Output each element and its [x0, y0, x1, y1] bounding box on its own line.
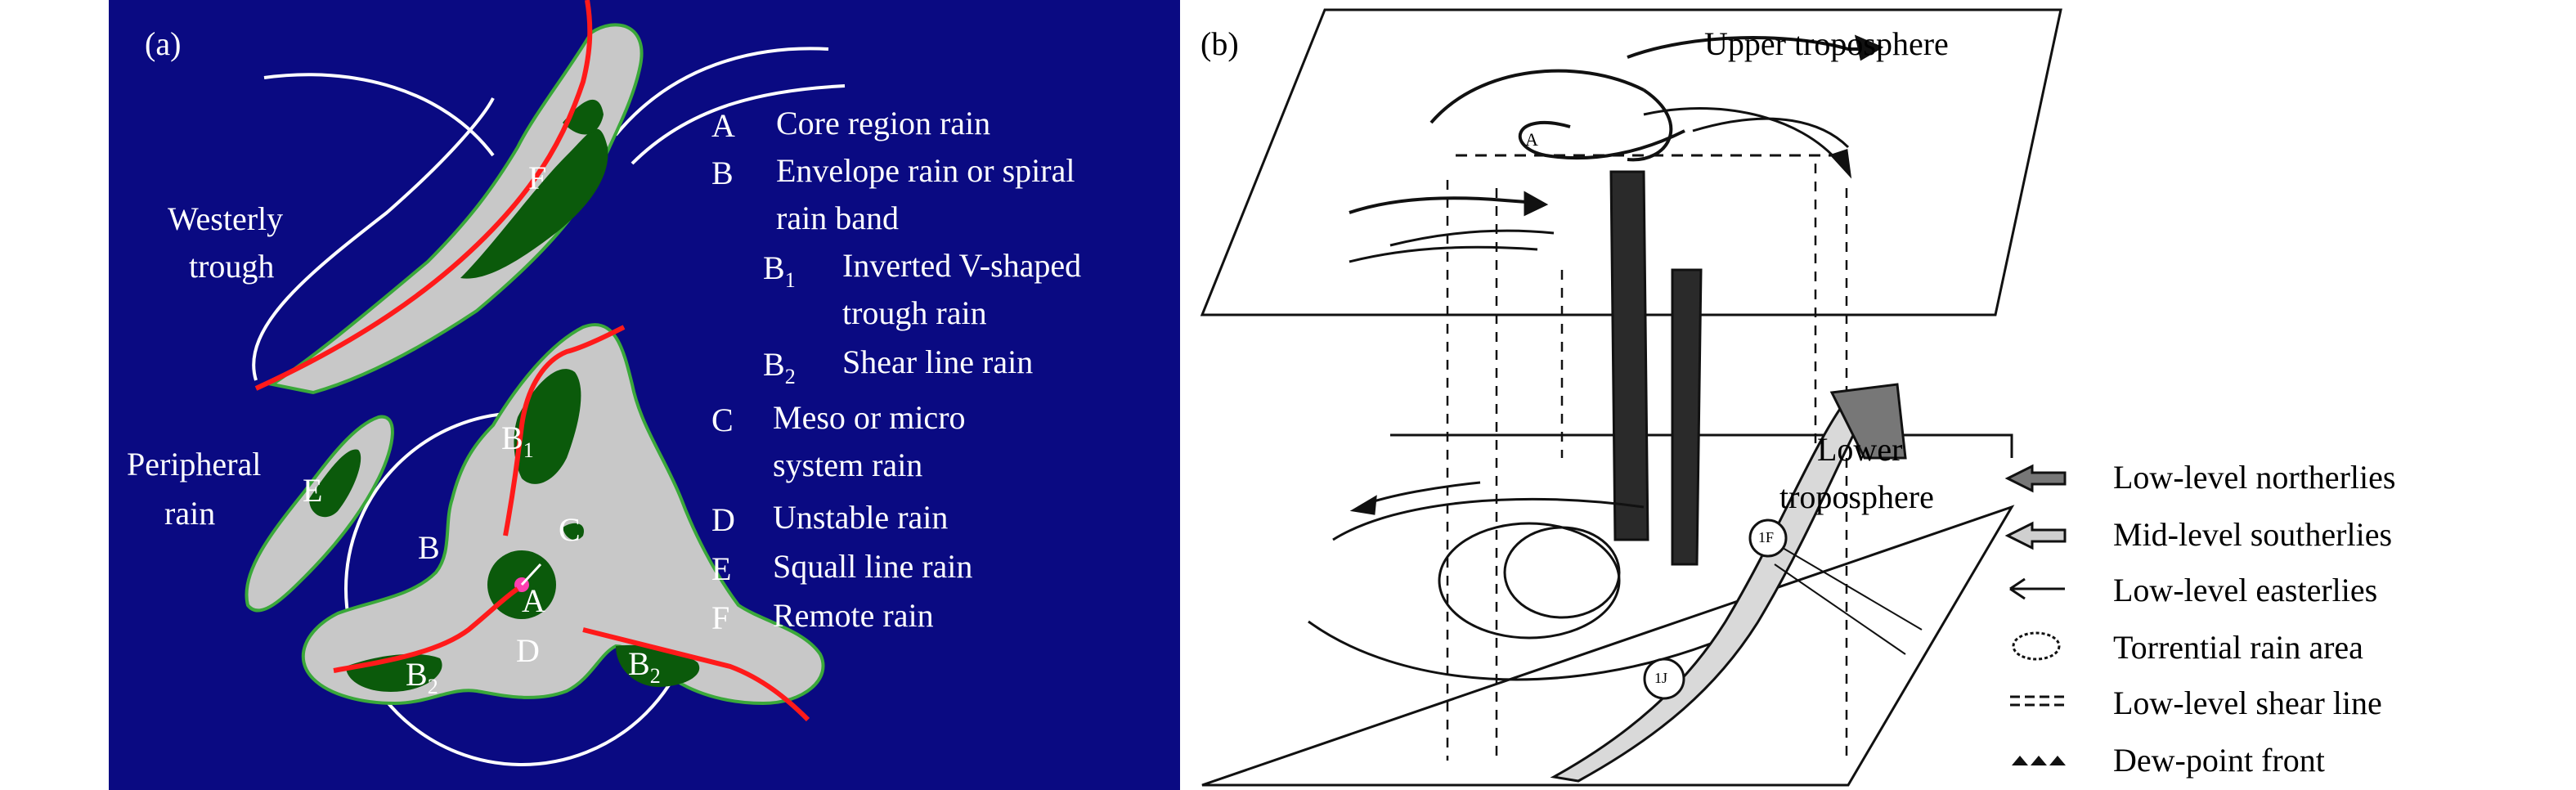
label-e: E [303, 472, 323, 509]
key-text: Squall line rain [773, 548, 973, 585]
key-text: system rain [773, 447, 923, 483]
westerly-trough-label-2: trough [189, 248, 275, 285]
crosshatch-arrow-icon [2004, 464, 2067, 493]
upper-plane [1200, 8, 2062, 316]
legend-torrential-rain-area: Torrential rain area [2113, 629, 2363, 666]
lower-plane [1201, 433, 2015, 787]
panel-a-diagram [245, 0, 846, 766]
key-text: Shear line rain [842, 343, 1034, 380]
dotted-circle-icon [2012, 631, 2061, 661]
circle-mark-2-text: 1J [1654, 670, 1668, 686]
tower-right [1671, 268, 1703, 566]
triangle-front-icon [2012, 756, 2066, 765]
key-text: Inverted V-shaped [842, 247, 1082, 284]
key-text: trough rain [842, 294, 987, 331]
label-b1: B1 [501, 420, 534, 462]
legend-dew-point-front: Dew-point front [2113, 742, 2325, 779]
center-marker [520, 563, 542, 586]
descending-flow-lines [1446, 164, 1848, 761]
key-letter: C [711, 402, 734, 438]
westerly-trough-label-1: Westerly [168, 200, 284, 237]
open-arrow-icon [2009, 577, 2065, 600]
key-letter: B1 [763, 249, 796, 292]
label-b2-left: B2 [406, 656, 438, 698]
northerly-block [1829, 383, 1907, 460]
circle-mark-2 [1643, 658, 1685, 700]
upper-troposphere-label: Upper troposphere [1704, 25, 1949, 62]
dashed-line-icon [2010, 695, 2065, 707]
legend-low-level-shear-line: Low-level shear line [2113, 685, 2382, 721]
circle-mark-1-text: 1F [1758, 529, 1775, 545]
panel-a: (a) Westerly trough Peripheral rain F E … [109, 0, 1180, 790]
panel-b: (b) Upper troposphere Lower troposphere … [1186, 0, 2576, 790]
panel-b-diagram [1200, 8, 2067, 787]
hatched-arrow-icon [2004, 521, 2067, 550]
key-letter: D [711, 501, 735, 538]
lower-troposphere-label-1: Lower [1817, 431, 1903, 468]
label-f: F [528, 159, 547, 196]
tower-left [1609, 170, 1649, 541]
key-text: Unstable rain [773, 499, 949, 536]
legend-low-level-easterlies: Low-level easterlies [2113, 572, 2378, 608]
label-c: C [559, 511, 581, 548]
label-d: D [516, 632, 540, 669]
red-axis-lines [254, 0, 810, 722]
label-a: A [522, 582, 545, 619]
b2-right-axis [582, 627, 810, 722]
b1-axis [503, 325, 626, 536]
key-text: Envelope rain or spiral [776, 152, 1075, 189]
diagram-mark-a: A [1525, 129, 1538, 150]
cloud-band-f [267, 23, 644, 395]
key-text: Remote rain [773, 597, 934, 634]
key-letter: F [711, 599, 730, 636]
cloud-band-e [245, 415, 394, 613]
key-letter: E [711, 550, 732, 587]
key-text: rain band [776, 200, 899, 236]
key-letter: B [711, 155, 734, 191]
peripheral-rain-label-2: rain [164, 495, 216, 532]
key-text: Meso or micro [773, 399, 966, 436]
contour-upper-right-1 [614, 47, 829, 137]
contour-upper-right-2 [631, 84, 846, 165]
panel-a-label: (a) [145, 25, 182, 62]
trough-contour-left [252, 97, 495, 381]
trough-axis [254, 0, 593, 391]
key-letter: A [711, 107, 735, 144]
peripheral-rain-label-1: Peripheral [127, 446, 262, 483]
key-text: Core region rain [776, 105, 991, 141]
label-b: B [418, 529, 440, 566]
legend-mid-level-southerlies: Mid-level southerlies [2113, 516, 2393, 553]
trough-contour-top [263, 73, 495, 157]
b2-left-axis [333, 586, 519, 673]
circle-mark-1 [1748, 518, 1788, 558]
label-b2-right: B2 [628, 645, 661, 688]
panel-b-label: (b) [1200, 25, 1239, 62]
key-letter: B2 [763, 346, 796, 388]
lower-troposphere-label-2: troposphere [1779, 478, 1934, 515]
legend-low-level-northerlies: Low-level northerlies [2113, 459, 2396, 496]
legend-icons [2004, 464, 2067, 765]
